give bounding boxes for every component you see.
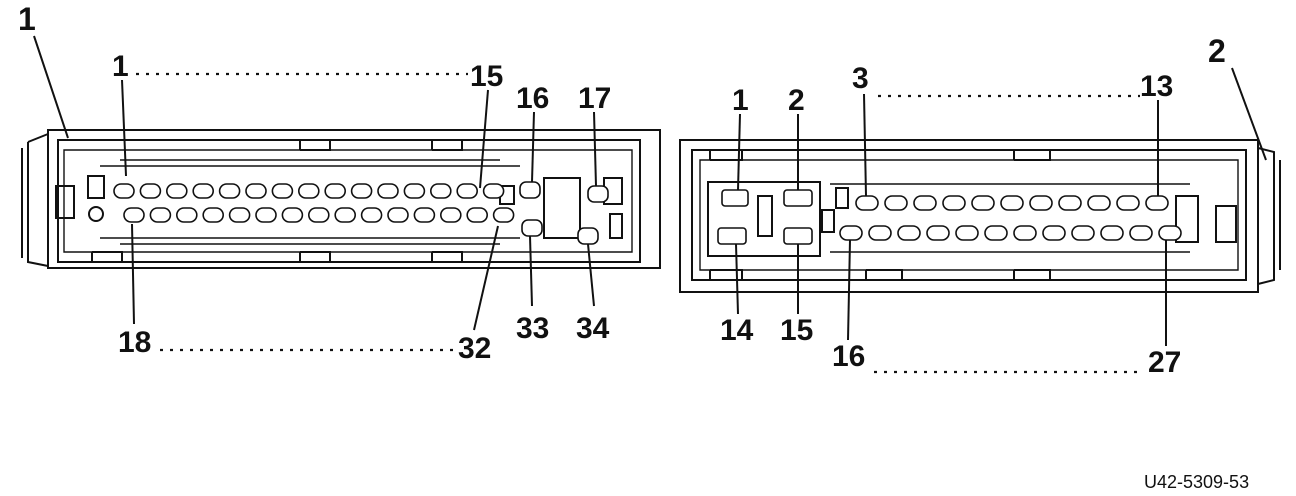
connector-2-power-pins — [717, 189, 813, 245]
c1-bottom-pin-socket — [492, 207, 515, 223]
c1-top-pin-socket — [324, 183, 347, 199]
c1-label-pin-34: 34 — [576, 312, 610, 345]
c1-label-pin-18: 18 — [118, 326, 151, 359]
c2-label-pin-13: 13 — [1140, 70, 1173, 103]
c1-leader-pin-34 — [587, 243, 595, 307]
connector-2-callout: 2 — [1208, 33, 1226, 69]
c2-top-pin-socket — [1000, 195, 1024, 211]
c2-top-pin-socket — [1058, 195, 1082, 211]
c1-label-pin-33: 33 — [516, 312, 549, 345]
c2-bottom-pin-socket — [984, 225, 1008, 241]
c2-leader-pin-14 — [735, 243, 739, 315]
c1-top-pin-socket — [166, 183, 188, 199]
c2-leader-pin-3 — [863, 93, 867, 197]
c2-bottom-pin-socket — [1158, 225, 1182, 241]
c1-top-pin-socket — [403, 183, 426, 199]
c2-label-pin-2: 2 — [788, 84, 805, 117]
c2-bottom-pin-socket — [1129, 225, 1153, 241]
connector-2-housing — [679, 139, 1281, 293]
c1-bottom-pin-socket — [123, 207, 145, 223]
c2-top-pin-socket — [1116, 195, 1140, 211]
connector-2-pin-row-bottom — [839, 225, 1182, 241]
c1-leader-pin-32 — [473, 225, 499, 331]
c1-bottom-pin-socket — [176, 207, 198, 223]
c1-leader-pin-33 — [529, 235, 533, 307]
connector-1-housing — [21, 129, 661, 269]
connector-2-leader — [1231, 67, 1267, 161]
c1-top-pin-socket — [297, 183, 320, 199]
c1-label-pin-1: 1 — [112, 50, 129, 83]
c1-top-pin-socket — [482, 183, 505, 199]
c2-top-pin-socket — [971, 195, 995, 211]
connector-2-pin-row-top — [855, 195, 1169, 211]
c2-bottom-pin-socket — [1042, 225, 1066, 241]
c1-leader-pin-15 — [479, 89, 489, 189]
c1-label-pin-15: 15 — [470, 60, 503, 93]
c1-top-pin-socket — [456, 183, 479, 199]
c1-bottom-pin-socket — [387, 207, 409, 223]
c1-label-pin-16: 16 — [516, 82, 549, 115]
c1-leader-pin-18 — [131, 223, 135, 325]
c2-bottom-pin-socket — [868, 225, 892, 241]
c2-label-pin-16: 16 — [832, 340, 865, 373]
c1-top-pin-socket — [113, 183, 135, 199]
c2-bottom-pin-socket — [1100, 225, 1124, 241]
c2-top-pin-socket — [855, 195, 879, 211]
c2-bottom-pin-socket — [897, 225, 921, 241]
c1-top-pin-socket — [377, 183, 399, 199]
c2-label-pin-1: 1 — [732, 84, 749, 117]
c2-bottom-pin-socket — [926, 225, 950, 241]
c1-bottom-pin-socket — [228, 207, 251, 223]
c2-label-pin-27: 27 — [1148, 346, 1181, 379]
c1-top-pin-socket — [429, 183, 452, 199]
c1-top-pin-socket — [218, 183, 241, 199]
c1-leader-pin-17 — [593, 111, 597, 187]
c1-bottom-pin-socket — [413, 207, 436, 223]
c2-top-pin-socket — [913, 195, 937, 211]
c1-bottom-pin-socket — [255, 207, 277, 223]
c1-bottom-pin-socket — [439, 207, 462, 223]
c1-bottom-pin-socket — [202, 207, 224, 223]
c2-top-pin-socket — [942, 195, 966, 211]
c2-bottom-pin-socket — [1013, 225, 1037, 241]
c1-top-pin-socket — [350, 183, 373, 199]
c2-top-pin-socket — [1145, 195, 1169, 211]
connector-1-pin-row-bottom — [123, 207, 515, 223]
c2-label-pin-15: 15 — [780, 314, 813, 347]
c2-bottom-pin-socket — [1071, 225, 1095, 241]
c2-label-pin-3: 3 — [852, 62, 869, 95]
c2-leader-pin-1 — [737, 113, 741, 191]
c2-label-pin-14: 14 — [720, 314, 754, 347]
c1-top-pin-socket — [245, 183, 267, 199]
c1-bottom-pin-socket — [360, 207, 383, 223]
c1-label-pin-17: 17 — [578, 82, 611, 115]
c1-top-pin-socket — [192, 183, 214, 199]
c1-leader-pin-1 — [121, 79, 127, 177]
connector-1-leader — [33, 35, 69, 139]
c1-top-pin-socket — [271, 183, 294, 199]
connector-1-pin-row-top — [113, 183, 505, 199]
c2-top-pin-socket — [1087, 195, 1111, 211]
c1-bottom-pin-socket — [307, 207, 330, 223]
connector-2: 2 — [679, 33, 1281, 379]
c2-bottom-pin-socket — [839, 225, 863, 241]
c2-bottom-pin-socket — [955, 225, 979, 241]
c1-bottom-pin-socket — [466, 207, 489, 223]
connector-1: 1 — [18, 1, 661, 365]
c1-bottom-pin-socket — [334, 207, 357, 223]
c1-bottom-pin-socket — [149, 207, 172, 223]
c1-top-pin-socket — [139, 183, 162, 199]
c1-bottom-pin-socket — [281, 207, 304, 223]
c2-top-pin-socket — [1029, 195, 1053, 211]
c2-top-pin-socket — [884, 195, 908, 211]
connector-1-special-pins — [519, 181, 609, 245]
connector-1-callout: 1 — [18, 1, 36, 37]
figure-code: U42-5309-53 — [1144, 472, 1249, 492]
c2-leader-pin-16 — [847, 239, 851, 341]
c1-leader-pin-16 — [531, 111, 535, 183]
c1-label-pin-32: 32 — [458, 332, 491, 365]
